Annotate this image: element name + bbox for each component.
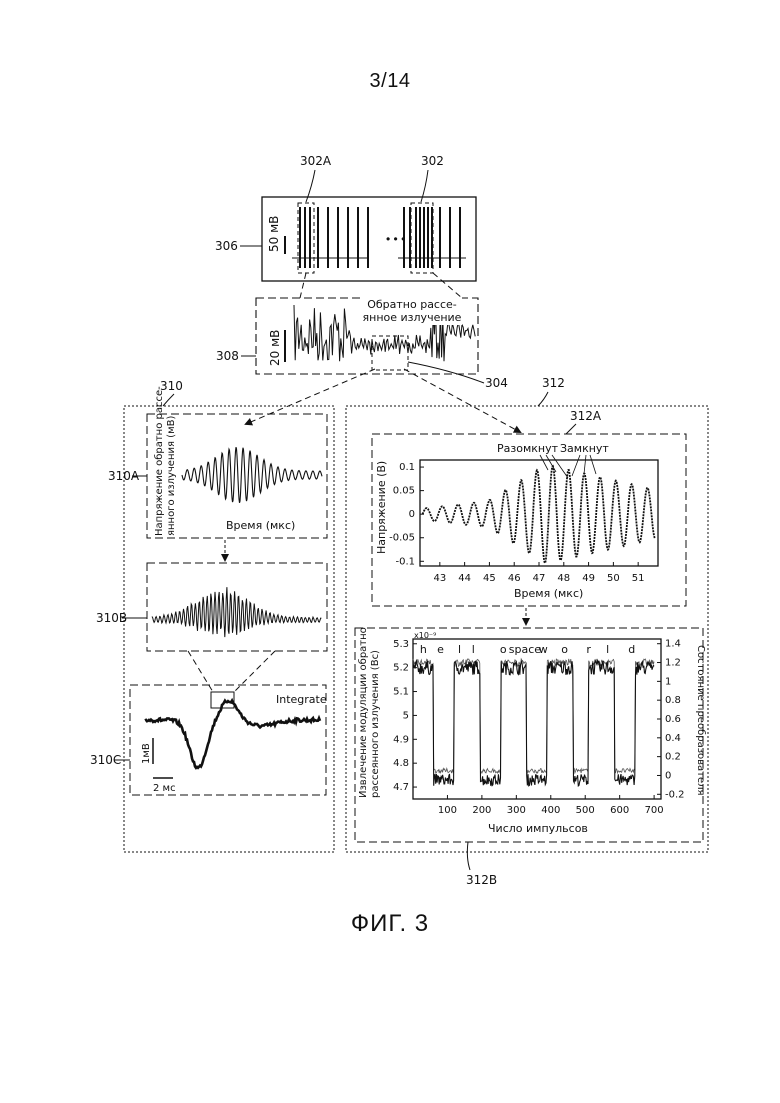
bit-letter: w [539, 643, 548, 656]
bit-letter: e [437, 643, 444, 656]
panel-312A: 43 44 45 46 47 48 49 50 51 0.1 0.05 0 -0.05 -0.1 Напр… [372, 434, 686, 606]
y2tick-label-312B: 1 [665, 676, 671, 687]
panel-310A: Напряжение обратно рассе- янного излучен… [147, 386, 327, 538]
scale-label-306: 50 мВ [267, 216, 281, 252]
ellipsis: • • • [386, 232, 405, 246]
dashed-box-302 [411, 203, 433, 273]
plot-area-312B [413, 639, 661, 799]
ylabel-312B-l1: Извлечение модуляции обратно [358, 627, 369, 798]
y2tick-label-312B: -0.2 [665, 789, 685, 800]
integrated-signal-310C [145, 701, 320, 768]
xtick-label-312A: 45 [483, 573, 496, 584]
scale-label-308: 20 мВ [268, 330, 282, 366]
ref-302A: 302A [300, 154, 332, 168]
modulated-wave-310B [152, 587, 321, 637]
panel-310C: Integrate 1мВ 2 мс [130, 685, 327, 795]
ref-302: 302 [421, 154, 444, 168]
xlabel-310A: Время (мкс) [226, 519, 295, 532]
y2tick-label-312B: 0.6 [665, 714, 681, 725]
bit-letter: l [606, 643, 609, 656]
xtick-label-312A: 46 [508, 573, 521, 584]
backscatter-wave-310A [182, 447, 322, 503]
xtick-label-312A: 51 [632, 573, 645, 584]
xtick-label-312B: 200 [472, 805, 491, 816]
bit-letter: r [586, 643, 591, 656]
xtick-label-312B: 600 [610, 805, 629, 816]
ytick-label-312B: 4.9 [393, 734, 409, 745]
annotation-open: Разомкнут [497, 442, 559, 455]
panel-310B [147, 563, 327, 651]
ref-312A: 312A [570, 409, 602, 423]
ytick-label-312B: 5.3 [393, 639, 409, 650]
ref-312B: 312B [466, 873, 497, 887]
ytick-label-312B: 5.2 [393, 663, 409, 674]
y2tick-label-312B: 0.4 [665, 733, 681, 744]
xtick-label-312B: 700 [645, 805, 664, 816]
figure-caption: ФИГ. 3 [0, 910, 780, 938]
xtick-label-312B: 400 [541, 805, 560, 816]
ytick-label-312A: 0.05 [393, 486, 415, 497]
ref-312: 312 [542, 376, 565, 390]
pulse-train-306 [300, 207, 460, 268]
bit-letter: l [458, 643, 461, 656]
xlabel-312A: Время (мкс) [514, 587, 583, 600]
ref-308: 308 [216, 349, 239, 363]
ylabel-310A-l2: янного излучения (мВ) [166, 416, 177, 536]
xtick-label-312A: 50 [607, 573, 620, 584]
xtick-label-312B: 300 [507, 805, 526, 816]
bit-letter: o [500, 643, 507, 656]
bit-letter: l [472, 643, 475, 656]
annotation-backscatter-l2: янное излучение [363, 311, 462, 324]
panel-306: 50 мВ • • • [262, 197, 476, 281]
bit-letter: d [628, 643, 635, 656]
panel-312B: 100 200 300 400 500 600 700 5.3 5.2 5.1 5 4.9 4.8 4.7… [355, 627, 706, 842]
ylabel-310A-l1: Напряжение обратно рассе- [154, 386, 165, 536]
ytick-label-312A: 0 [409, 509, 415, 520]
ytick-label-312B: 4.8 [393, 758, 409, 769]
y2tick-label-312B: 1.4 [665, 639, 681, 650]
xlabel-312B: Число импульсов [488, 822, 588, 835]
annotation-backscatter-l1: Обратно рассе- [367, 298, 457, 311]
scale-t-310C: 2 мс [153, 783, 176, 794]
ytick-label-312B: 5 [403, 710, 409, 721]
ylabel-312A: Напряжение (В) [375, 461, 388, 554]
xtick-label-312A: 47 [533, 573, 546, 584]
integrate-label: Integrate [276, 693, 327, 706]
y2tick-label-312B: 0 [665, 770, 671, 781]
ytick-label-312A: 0.1 [399, 462, 415, 473]
ytick-label-312A: -0.1 [395, 556, 415, 567]
ref-304: 304 [485, 376, 508, 390]
bit-letter: o [561, 643, 568, 656]
y2tick-label-312B: 0.2 [665, 752, 681, 763]
ytick-label-312B: 4.7 [393, 782, 409, 793]
y2label-312B: Состояние преобразователя [695, 645, 706, 796]
xtick-label-312A: 43 [433, 573, 446, 584]
y2tick-label-312B: 0.8 [665, 695, 681, 706]
xtick-label-312B: 100 [438, 805, 457, 816]
xtick-label-312A: 44 [458, 573, 471, 584]
panel-308: 20 мВ Обратно рассе- янное излучение [256, 297, 478, 374]
bit-letter: h [420, 643, 427, 656]
xtick-label-312A: 49 [582, 573, 595, 584]
xtick-label-312A: 48 [557, 573, 570, 584]
scale-v-310C: 1мВ [141, 743, 152, 764]
ref-306: 306 [215, 239, 238, 253]
exponent-312B: x10⁻⁹ [414, 631, 436, 640]
bit-letter: space [509, 643, 542, 656]
ylabel-312B-l2: рассеянного излучения (Вс) [370, 650, 381, 798]
ytick-label-312B: 5.1 [393, 687, 409, 698]
ytick-label-312A: -0.05 [389, 533, 415, 544]
xtick-label-312B: 500 [576, 805, 595, 816]
y2tick-label-312B: 1.2 [665, 658, 681, 669]
annotation-closed: Замкнут [560, 442, 609, 455]
